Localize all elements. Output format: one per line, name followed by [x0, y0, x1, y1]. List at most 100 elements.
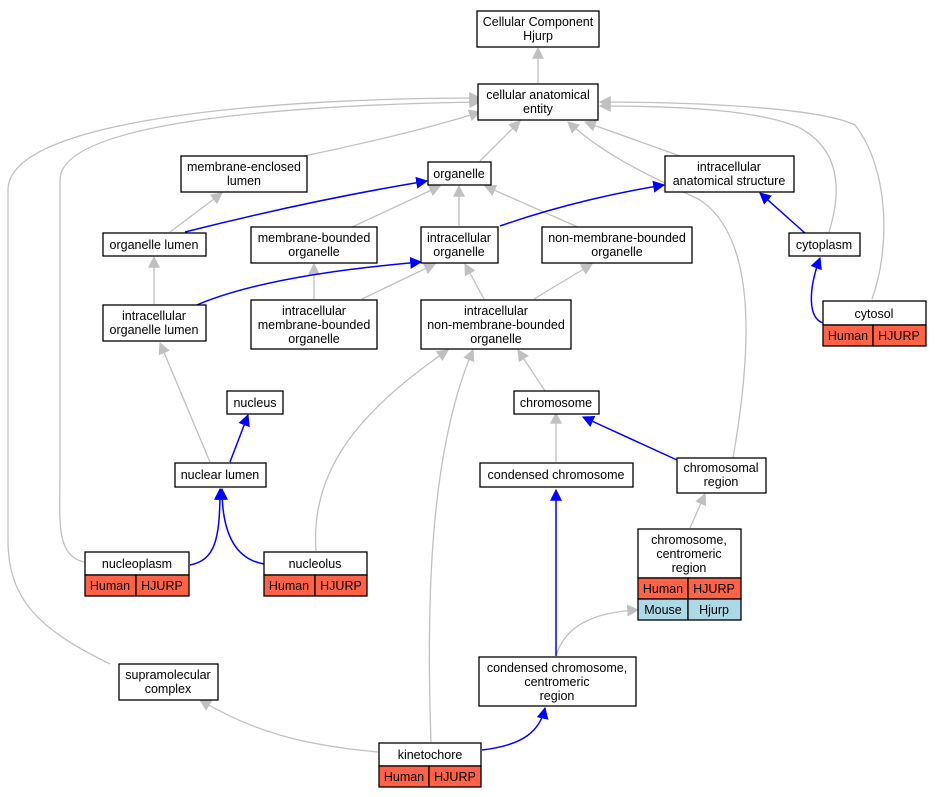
species-label: Human: [643, 582, 683, 596]
edge-nucleoplasm-nlumen: [189, 487, 226, 566]
edge-cyto-cae: [598, 100, 837, 233]
species-label: Human: [828, 329, 868, 343]
edge-ias-cae: [583, 119, 681, 157]
node-label: condensed chromosome: [488, 468, 625, 482]
node-intracellular-membrane-bounded-organelle: intracellular membrane-bounded organelle: [250, 299, 378, 350]
edge-chromreg-cae: [567, 121, 747, 459]
node-intracellular-organelle: intracellular organelle: [420, 226, 499, 264]
edge-nucleoplasm-cae: [59, 96, 482, 563]
species-label: Human: [269, 579, 309, 593]
edge-imbo-io: [361, 263, 437, 300]
edge-nmbo-org: [483, 184, 581, 229]
node-condensed-chromosome-centromeric-region: condensed chromosome, centromeric region: [478, 656, 637, 707]
node-label: complex: [145, 682, 192, 696]
gene-label: Hjurp: [699, 603, 729, 617]
node-organelle-lumen: organelle lumen: [102, 232, 207, 257]
node-chromosome-centromeric-region: chromosome, centromeric region Human HJU…: [637, 528, 742, 621]
edge-nucleolus-inmbo: [314, 349, 449, 552]
edge-org-cae: [479, 120, 521, 162]
node-nuclear-lumen: nuclear lumen: [174, 462, 267, 488]
edge-mel-cae: [303, 109, 482, 157]
node-cytoplasm: cytoplasm: [788, 232, 861, 257]
node-label: organelle: [591, 245, 642, 259]
node-label: membrane-enclosed: [187, 160, 301, 174]
edge-cccr-ccr: [555, 604, 640, 657]
node-label: cellular anatomical: [486, 88, 590, 102]
node-label: organelle: [288, 332, 339, 346]
edge-chromreg-chrom: [581, 416, 678, 461]
node-label: condensed chromosome,: [487, 661, 627, 675]
node-label: nuclear lumen: [181, 468, 260, 482]
part-of-edges: [184, 176, 824, 751]
species-label: Mouse: [644, 603, 682, 617]
node-label: organelle lumen: [110, 323, 199, 337]
edge-orglum-mel: [169, 192, 223, 233]
node-label: entity: [523, 102, 554, 116]
edge-mbo-org: [349, 185, 442, 229]
node-nucleoplasm: nucleoplasm Human HJURP: [84, 551, 190, 597]
edge-supra-cae: [7, 92, 482, 665]
node-intracellular-anatomical-structure: intracellular anatomical structure: [664, 155, 795, 193]
edge-cytosol-cae: [598, 96, 885, 300]
node-label: nucleolus: [289, 557, 342, 571]
edge-inmbo-io: [464, 262, 485, 300]
node-cytosol: cytosol Human HJURP: [822, 300, 927, 347]
node-label: nucleoplasm: [102, 557, 172, 571]
species-label: Human: [384, 770, 424, 784]
edge-nlumen-iol: [158, 341, 211, 463]
edge-kinet-cccr: [481, 706, 549, 751]
node-label: non-membrane-bounded: [548, 231, 686, 245]
node-label: centromeric: [656, 547, 721, 561]
gene-badge: [135, 574, 190, 597]
node-nucleolus: nucleolus Human HJURP: [263, 551, 368, 597]
edge-chrom-inmbo: [517, 348, 546, 392]
node-intracellular-organelle-lumen: intracellular organelle lumen: [102, 304, 207, 342]
node-label: intracellular: [697, 160, 761, 174]
node-label: intracellular: [464, 304, 528, 318]
edge-cyto-ias: [759, 192, 807, 235]
node-label: supramolecular: [125, 668, 210, 682]
node-label: intracellular: [427, 231, 491, 245]
node-kinetochore: kinetochore Human HJURP: [378, 742, 482, 788]
node-label: cytoplasm: [796, 238, 852, 252]
node-label: kinetochore: [398, 748, 463, 762]
node-cellular-anatomical-entity: cellular anatomical entity: [477, 83, 599, 121]
node-membrane-bounded-organelle: membrane-bounded organelle: [250, 226, 378, 264]
node-label: organelle: [470, 332, 521, 346]
node-label: intracellular: [282, 304, 346, 318]
edge-nucleolus-nlumen: [216, 487, 265, 565]
gene-badge: [314, 574, 368, 597]
edge-io-ias: [499, 180, 666, 227]
node-membrane-enclosed-lumen: membrane-enclosed lumen: [180, 155, 308, 193]
node-label: organelle: [433, 245, 484, 259]
node-label: Hjurp: [523, 29, 553, 43]
gene-badge-mouse: [687, 598, 742, 621]
gene-label: HJURP: [320, 579, 362, 593]
edge-kinet-supra: [198, 699, 379, 753]
edge-nlumen-nucleus: [229, 413, 250, 463]
edge-cytosol-cyto: [810, 256, 824, 324]
edge-iol-io: [189, 256, 423, 309]
node-condensed-chromosome: condensed chromosome: [479, 462, 634, 488]
node-label: nucleus: [233, 396, 276, 410]
node-label: organelle lumen: [110, 238, 199, 252]
edge-orglum-org: [184, 176, 429, 233]
node-label: Cellular Component: [483, 15, 594, 29]
is-a-edges: [7, 46, 885, 753]
node-organelle: organelle: [427, 161, 492, 186]
gene-badge: [428, 765, 482, 788]
node-non-membrane-bounded-organelle: non-membrane-bounded organelle: [541, 226, 693, 264]
node-label: chromosome,: [651, 533, 727, 547]
node-label: intracellular: [122, 309, 186, 323]
node-chromosome: chromosome: [513, 390, 600, 415]
node-label: membrane-bounded: [258, 231, 371, 245]
gene-badge: [872, 324, 927, 347]
node-intracellular-non-membrane-bounded-organelle: intracellular non-membrane-bounded organ…: [420, 299, 572, 350]
edge-ccr-chromreg: [689, 492, 707, 529]
gene-label: HJURP: [878, 329, 920, 343]
node-label: region: [672, 561, 707, 575]
node-label: non-membrane-bounded: [427, 318, 565, 332]
gene-label: HJURP: [141, 579, 183, 593]
node-label: region: [704, 475, 739, 489]
